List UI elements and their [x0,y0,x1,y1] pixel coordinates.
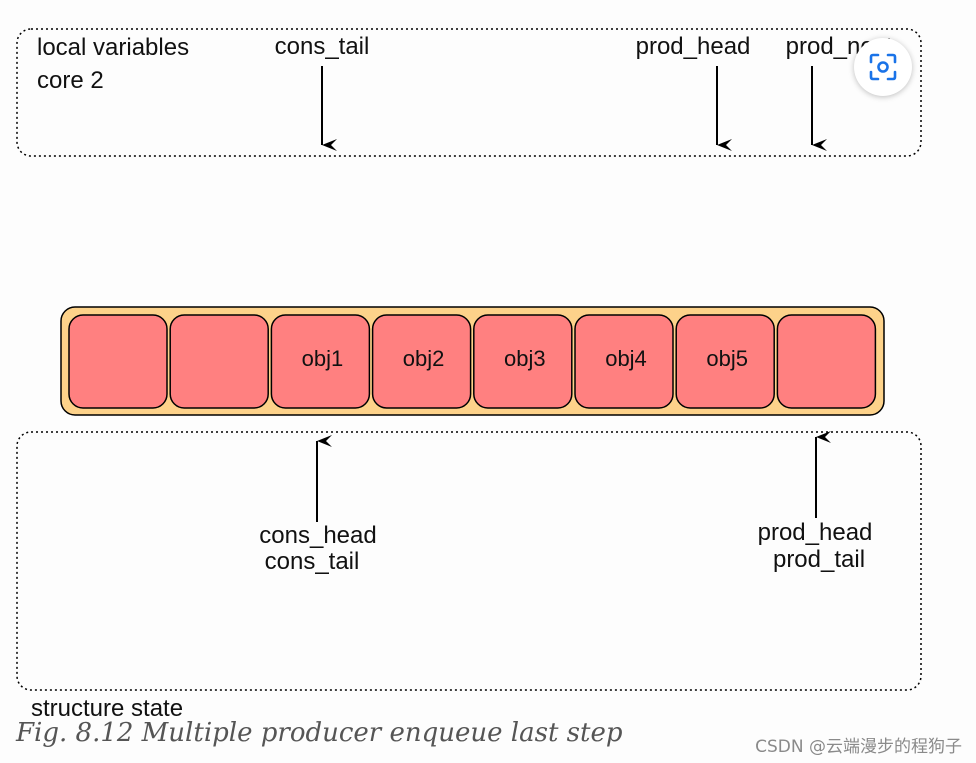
struct-prod-tail-label: prod_tail [773,546,865,573]
struct-cons-head-label: cons_head [259,522,376,549]
ring-slot-label-6: obj4 [605,346,647,371]
ring-slot-label-4: obj2 [403,346,445,371]
ring-slot-8 [776,314,877,409]
structure-state-title: structure state [31,695,183,716]
local-variables-box [16,28,922,157]
ring-slot-4 [371,314,472,409]
local-cons-tail-label: cons_tail [275,33,370,60]
ring-slots: obj1 obj2 obj3 obj4 obj5 [68,314,877,409]
ring-slot-5 [473,314,573,409]
csdn-watermark: CSDN @云端漫步的程狗子 [755,737,962,757]
local-variables-title: local variables [37,34,189,61]
ring-slot-label-3: obj1 [302,346,344,371]
figure-caption: Fig. 8.12 Multiple producer enqueue last… [16,718,623,748]
ring-slot-label-7: obj5 [706,346,748,371]
struct-cons-tail-label: cons_tail [265,548,360,575]
ring-slot-label-5: obj3 [504,346,546,371]
ring-slot-1 [68,314,168,409]
ring-slot-7 [675,314,775,409]
ring-diagram: local variables core 2 cons_tail prod_he… [16,28,922,716]
core-label: core 2 [37,67,104,94]
struct-prod-head-label: prod_head [758,519,873,546]
image-search-button[interactable] [854,38,912,96]
ring-slot-2 [169,314,269,409]
image-search-icon [869,53,897,81]
local-prod-head-label: prod_head [636,33,751,60]
ring-slot-6 [574,314,674,409]
ring-slot-3 [270,314,371,409]
